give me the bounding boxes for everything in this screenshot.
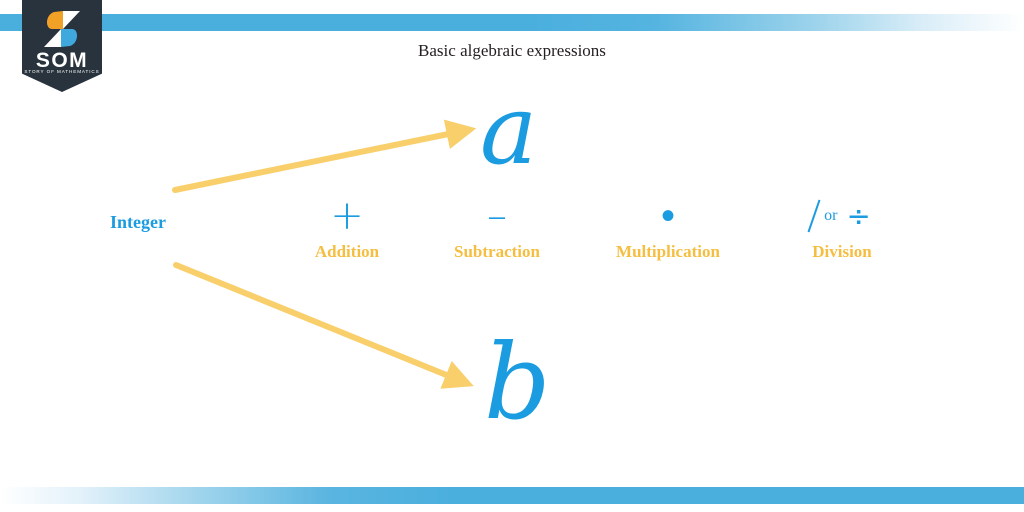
arrow-integer-to-a [172, 119, 477, 193]
variable-a: a [480, 74, 538, 186]
division-symbol-group: or ÷ [766, 196, 918, 236]
plus-icon: + [330, 193, 364, 239]
bottom-accent-bar [0, 487, 1024, 504]
slash-icon [807, 199, 821, 233]
operation-label-addition: Addition [314, 242, 380, 261]
page-title: Basic algebraic expressions [418, 41, 606, 60]
division-conjunction: or [824, 207, 838, 224]
integer-label: Integer [110, 212, 166, 232]
som-logo-text: SOM [35, 49, 89, 72]
operation-label-division: Division [812, 242, 872, 261]
operation-division: or ÷ Division [766, 196, 918, 262]
som-logo-badge: SOM STORY OF MATHEMATICS [22, 0, 102, 92]
operation-label-subtraction: Subtraction [454, 242, 540, 261]
variable-b: b [484, 321, 551, 443]
arrow-integer-to-b [173, 262, 474, 389]
operation-addition: + Addition [272, 196, 422, 262]
obelus-icon: ÷ [846, 198, 871, 233]
dot-icon: • [660, 193, 675, 239]
minus-icon: – [487, 193, 507, 239]
operation-subtraction: – Subtraction [422, 196, 572, 262]
operation-label-multiplication: Multiplication [616, 242, 720, 261]
operation-multiplication: • Multiplication [592, 196, 744, 262]
som-logo-mark [44, 11, 80, 47]
som-logo-tagline: STORY OF MATHEMATICS [24, 69, 100, 74]
top-accent-bar [0, 14, 1024, 31]
